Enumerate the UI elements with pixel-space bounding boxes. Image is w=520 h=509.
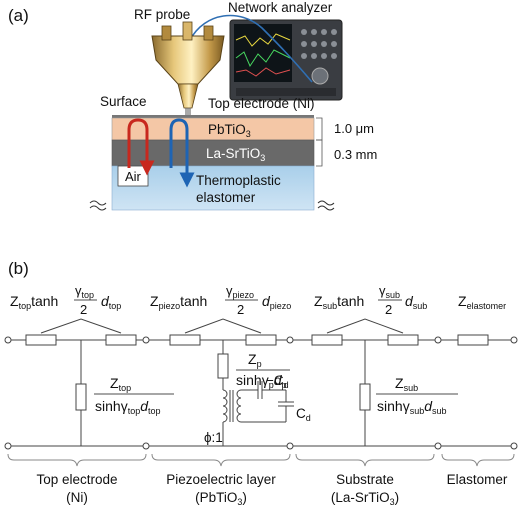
panel-a-label: (a) — [8, 6, 29, 25]
section-piezo-material: (PbTiO3) — [195, 490, 247, 507]
formula-sub-shunt: Zsub sinhγsubdsub — [376, 375, 458, 416]
thickness-piezo: 1.0 μm — [334, 121, 374, 136]
pbtio3-text: PbTiO3 — [208, 122, 251, 139]
svg-text:2: 2 — [237, 302, 244, 317]
break-mark-right — [317, 200, 335, 211]
air-text: Air — [125, 169, 142, 184]
la-srtio3-text: La-SrTiO3 — [206, 146, 265, 163]
svg-text:sinhγsubdsub: sinhγsubdsub — [377, 398, 447, 416]
svg-text:Zpiezotanh: Zpiezotanh — [150, 293, 207, 311]
elastomer-text-1: Thermoplastic — [196, 173, 281, 188]
formula-sub-series: Zsubtanh γsub 2 dsub — [314, 283, 427, 317]
formula-piezo-shunt: Zp sinhγpdp — [236, 351, 290, 390]
section-substrate-material: (La-SrTiO3) — [331, 490, 399, 507]
formula-top-shunt: Ztop sinhγtopdtop — [94, 375, 174, 416]
section-braces — [7, 453, 515, 467]
rf-probe-label: RF probe — [134, 7, 190, 22]
svg-text:Ztoptanh: Ztoptanh — [10, 293, 58, 311]
neg-capacitance-label: −Cd — [266, 373, 289, 390]
formula-top-series: Ztoptanh γtop 2 dtop — [10, 283, 121, 317]
svg-text:γtop: γtop — [75, 283, 94, 300]
svg-text:2: 2 — [385, 302, 392, 317]
section-piezo-name: Piezoelectric layer — [166, 472, 276, 487]
svg-text:2: 2 — [80, 302, 87, 317]
break-mark-left — [89, 200, 107, 211]
capacitance-label: Cd — [296, 406, 311, 423]
svg-text:Zsub: Zsub — [395, 375, 418, 393]
top-electrode-film — [112, 115, 314, 118]
svg-text:sinhγtopdtop: sinhγtopdtop — [95, 398, 161, 416]
svg-text:sinhγpdp: sinhγpdp — [236, 372, 287, 390]
network-analyzer-label: Network analyzer — [228, 0, 333, 15]
section-top-electrode-name: Top electrode — [36, 472, 117, 487]
transformer-ratio: ϕ:1 — [204, 430, 223, 445]
thickness-substrate: 0.3 mm — [334, 147, 377, 162]
svg-text:γsub: γsub — [379, 283, 400, 300]
svg-text:dsub: dsub — [405, 293, 427, 311]
svg-text:Ztop: Ztop — [110, 375, 131, 393]
transmitted-wave-arrow — [169, 118, 195, 188]
svg-text:Zp: Zp — [248, 351, 262, 369]
reflected-wave-arrow — [127, 118, 155, 176]
svg-text:γpiezo: γpiezo — [226, 283, 254, 300]
thickness-bracket-piezo — [316, 117, 323, 141]
top-electrode-label: Top electrode (Ni) — [208, 96, 315, 111]
rf-probe-icon — [151, 21, 225, 116]
panel-b-label: (b) — [8, 259, 29, 278]
network-analyzer-icon — [229, 19, 343, 101]
thickness-bracket-substrate — [316, 139, 323, 167]
formula-elastomer: Zelastomer — [458, 293, 506, 311]
svg-text:dpiezo: dpiezo — [262, 293, 291, 311]
section-elastomer-name: Elastomer — [447, 472, 508, 487]
surface-label: Surface — [100, 94, 147, 109]
svg-text:Zsubtanh: Zsubtanh — [314, 293, 364, 311]
elastomer-text-2: elastomer — [196, 190, 256, 205]
svg-text:dtop: dtop — [101, 293, 121, 311]
rf-cable — [189, 14, 313, 83]
section-top-electrode-material: (Ni) — [66, 490, 88, 505]
circuit — [4, 318, 518, 450]
formula-piezo-series: Zpiezotanh γpiezo 2 dpiezo — [150, 283, 291, 317]
section-substrate-name: Substrate — [336, 472, 394, 487]
